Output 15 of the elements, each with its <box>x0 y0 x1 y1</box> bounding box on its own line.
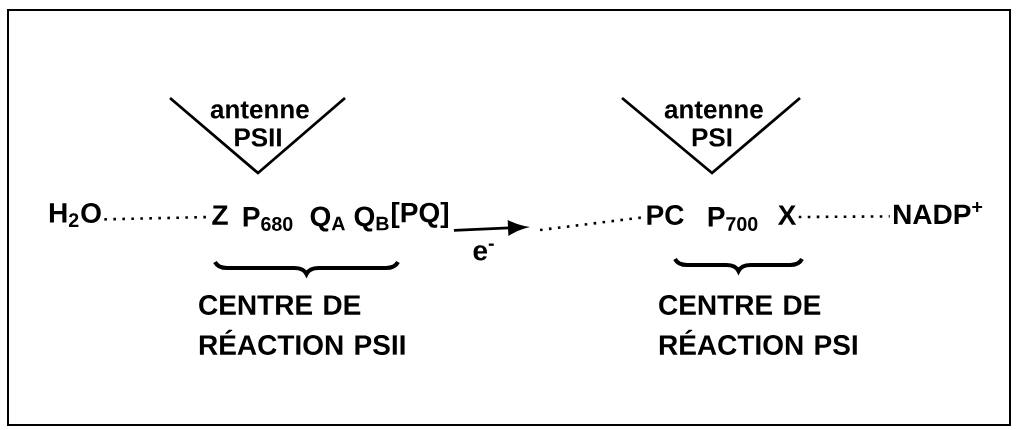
edge-label: e$^{-}$ <box>473 243 494 261</box>
carrier-label: H$_{2}$O <box>49 203 101 227</box>
carrier-label: [PQ] <box>392 201 448 229</box>
carrier-label: PC <box>647 205 684 225</box>
carrier-label: NADP$^{+}$ <box>894 202 983 224</box>
carrier-label: X <box>777 205 797 225</box>
carrier-label: Z <box>212 205 228 225</box>
dotted-line <box>798 215 890 219</box>
reaction-center-label: CENTRE DE RÉACTION PSII <box>199 295 405 355</box>
carrier-label: P$_{680}$ <box>243 207 293 231</box>
carrier-label: Q$_{A}$ <box>310 206 345 232</box>
carrier-label: Q$_{B}$ <box>354 206 389 232</box>
carrier-label: P$_{700}$ <box>708 207 758 231</box>
reaction-center-label: CENTRE DE RÉACTION PSI <box>659 295 857 355</box>
dotted-line <box>539 216 644 232</box>
